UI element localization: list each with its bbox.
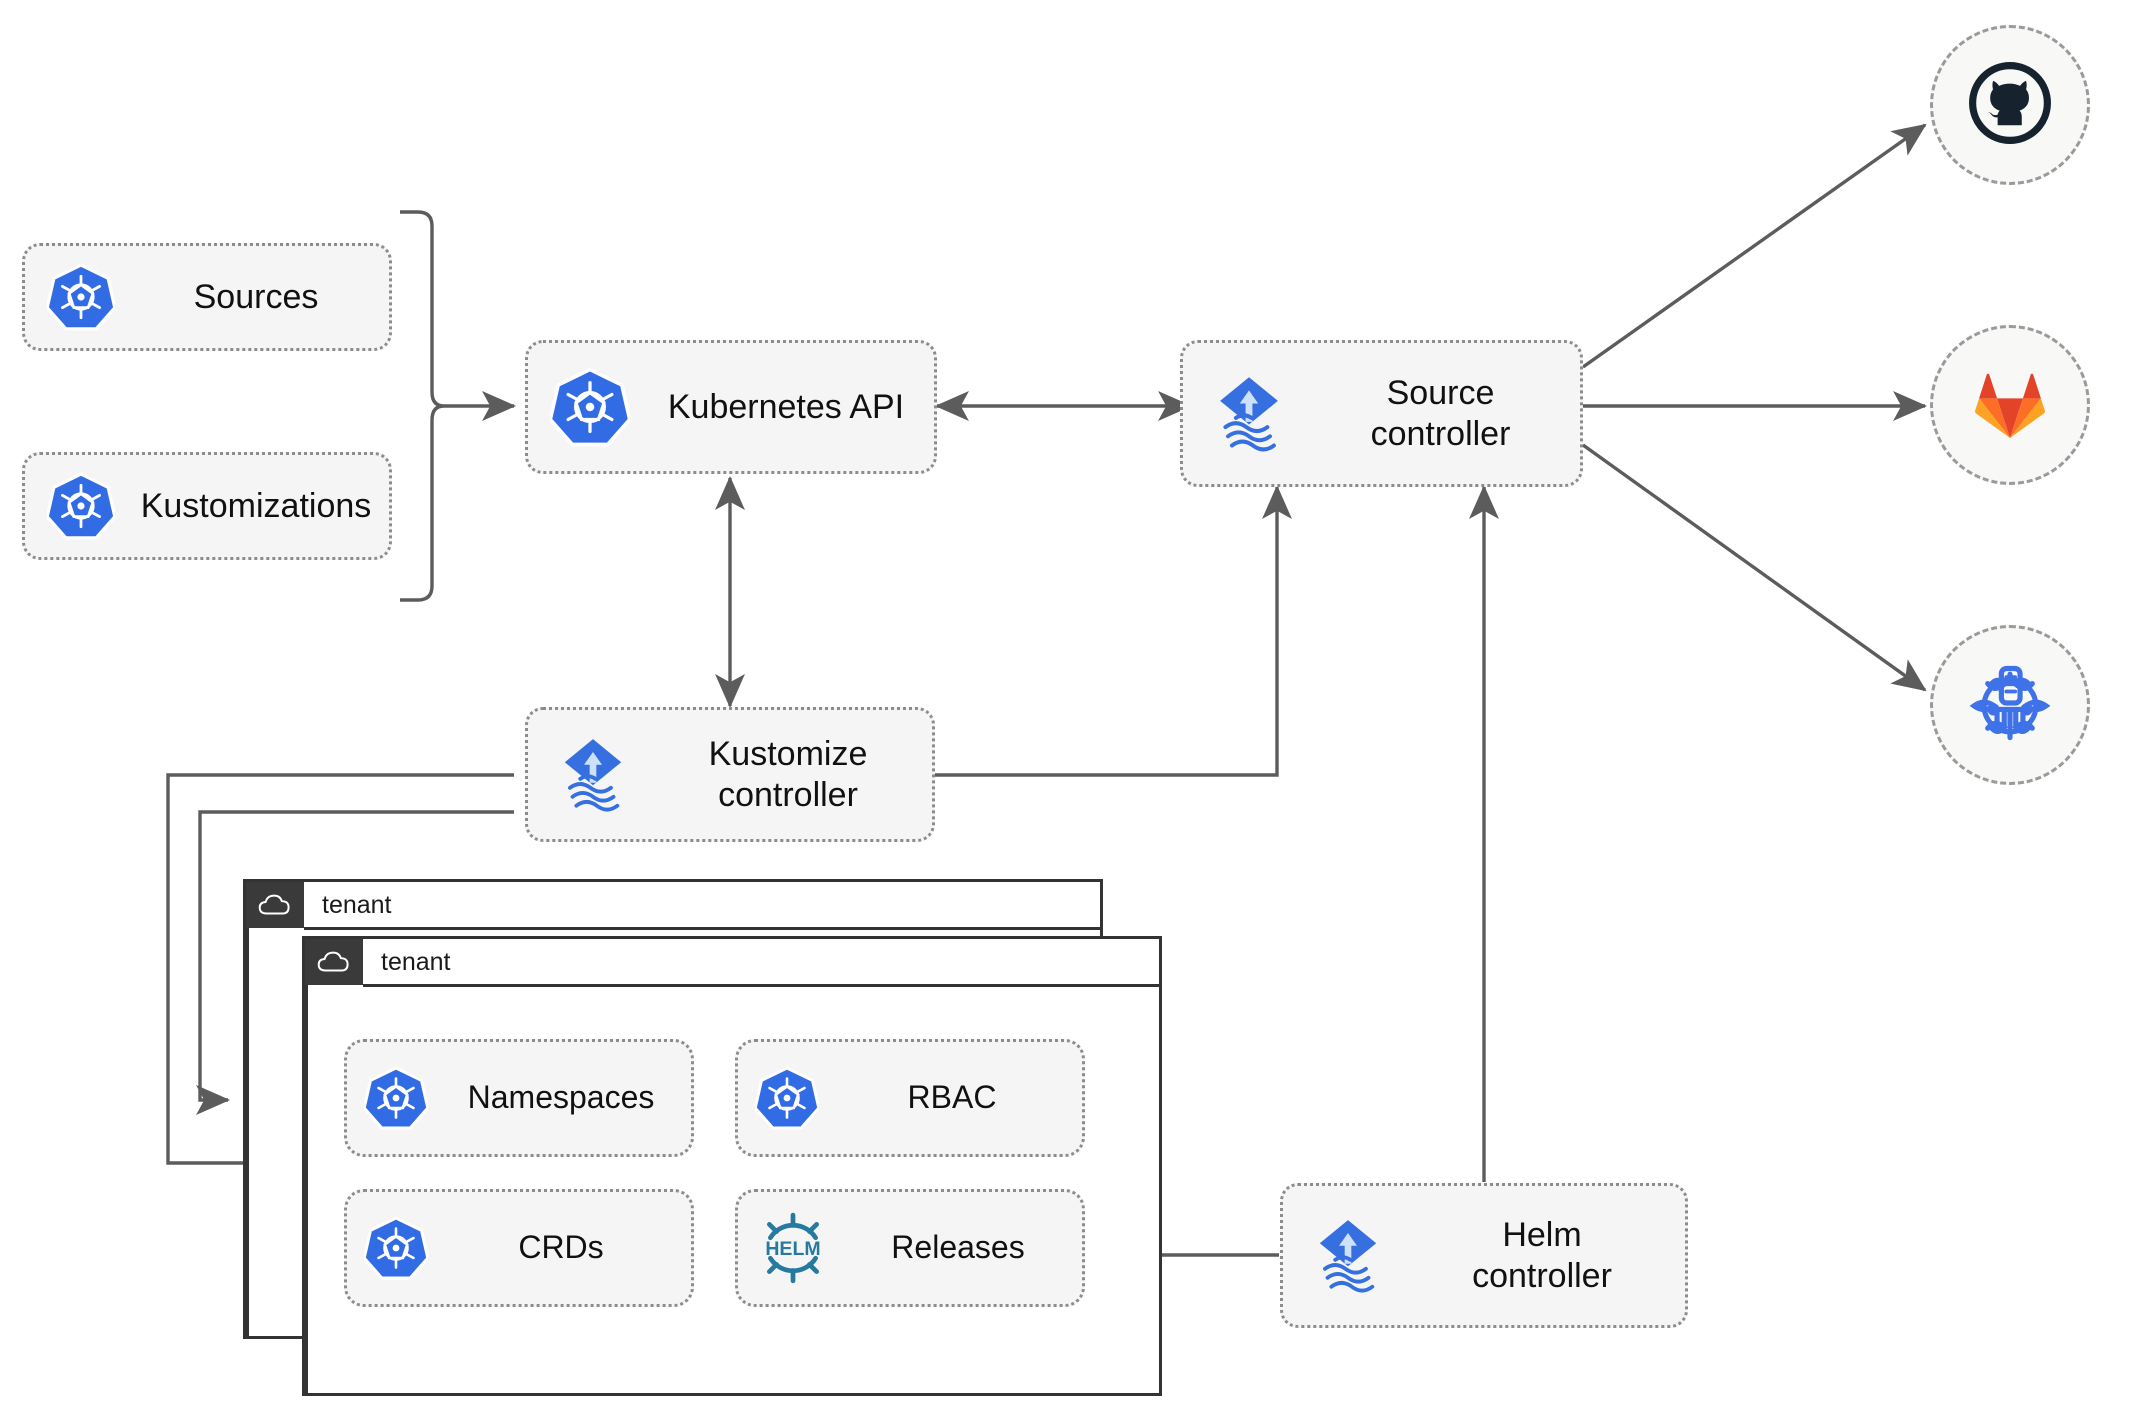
tenant-resource-releases[interactable]: HELM Releases: [735, 1189, 1085, 1307]
tenant-resource-namespaces[interactable]: Namespaces: [344, 1039, 694, 1157]
node-label: Kustomize controller: [708, 735, 868, 814]
node-label: Kustomizations: [140, 486, 372, 525]
resource-label: Releases: [891, 1229, 1025, 1266]
kubernetes-icon: [25, 472, 137, 540]
node-label: Sources: [193, 277, 319, 316]
node-sources[interactable]: Sources: [22, 243, 392, 351]
tenant-title: tenant: [381, 947, 451, 976]
node-source-controller[interactable]: Source controller: [1180, 340, 1583, 487]
kubernetes-icon: [347, 1216, 445, 1280]
tenant-window-inner[interactable]: tenant Namespaces: [302, 936, 1162, 1396]
flux-icon: [1283, 1215, 1413, 1297]
flux-icon: [528, 734, 658, 816]
provider-gitlab[interactable]: [1930, 325, 2090, 485]
node-label: Kubernetes API: [667, 387, 905, 426]
tenant-left-edge: [246, 928, 249, 1339]
kubernetes-icon: [347, 1066, 445, 1130]
wire-kustomizectl-sourcectl: [935, 484, 1292, 777]
node-kustomizations[interactable]: Kustomizations: [22, 452, 392, 560]
tenant-titlebar: tenant: [246, 882, 392, 928]
cloud-icon: [246, 882, 304, 928]
resource-label: Namespaces: [467, 1079, 655, 1116]
wire-sourcectl-github: [1582, 123, 1927, 369]
github-icon: [1964, 57, 2056, 154]
group-bracket: [400, 210, 445, 602]
provider-github[interactable]: [1930, 25, 2090, 185]
tenant-resource-rbac[interactable]: RBAC: [735, 1039, 1085, 1157]
helm-icon: HELM: [738, 1211, 848, 1285]
cloud-icon: [305, 939, 363, 985]
kubernetes-icon: [25, 263, 137, 331]
tenant-resource-crds[interactable]: CRDs: [344, 1189, 694, 1307]
gitlab-icon: [1967, 360, 2053, 451]
tenant-header-divider: [304, 927, 1103, 930]
node-helm-controller[interactable]: Helm controller: [1280, 1183, 1688, 1328]
node-label: Helm controller: [1472, 1216, 1612, 1295]
tenant-left-edge: [305, 985, 308, 1396]
node-kubernetes-api[interactable]: Kubernetes API: [525, 340, 937, 474]
harbor-icon: [1964, 657, 2056, 754]
flux-icon: [1183, 372, 1315, 456]
provider-harbor[interactable]: [1930, 625, 2090, 785]
node-label: Source controller: [1370, 374, 1511, 453]
tenant-titlebar: tenant: [305, 939, 451, 985]
kubernetes-icon: [528, 367, 652, 447]
node-kustomize-controller[interactable]: Kustomize controller: [525, 707, 935, 842]
tenant-title: tenant: [322, 890, 392, 919]
svg-text:HELM: HELM: [765, 1238, 820, 1260]
resource-label: RBAC: [907, 1079, 997, 1116]
tenant-header-divider: [363, 984, 1162, 987]
wire-sourcectl-harbor: [1582, 443, 1927, 692]
kubernetes-icon: [738, 1066, 836, 1130]
resource-label: CRDs: [518, 1229, 604, 1266]
